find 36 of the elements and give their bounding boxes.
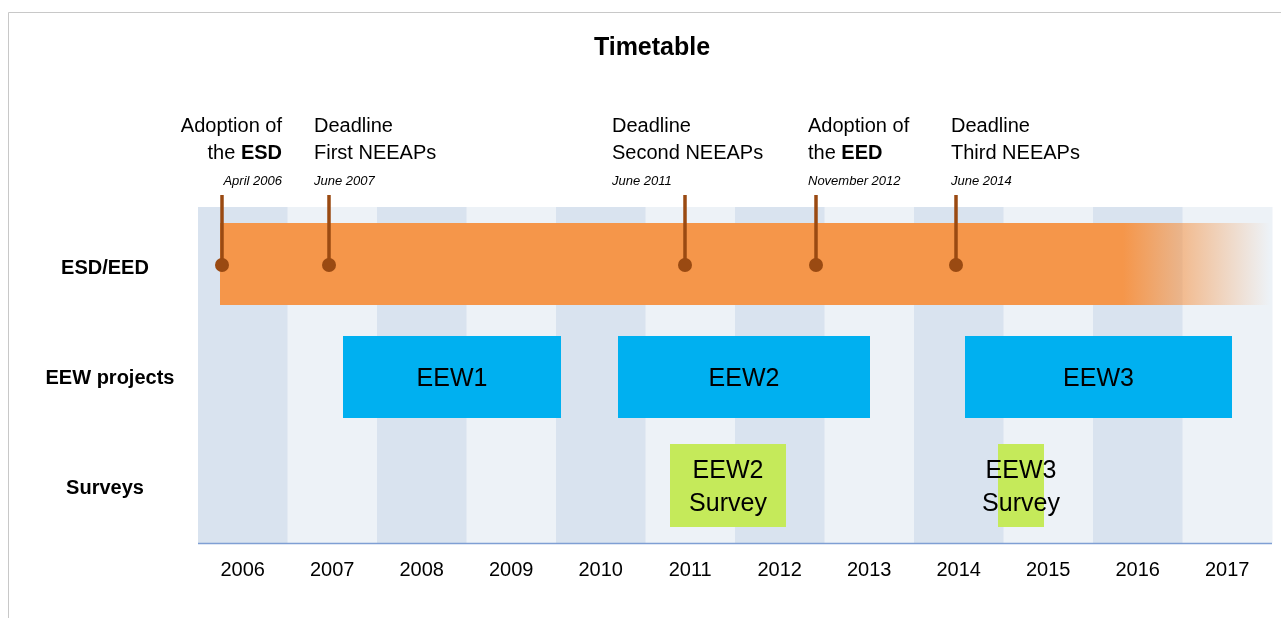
leader-line [215, 195, 229, 272]
row-label: EEW projects [44, 366, 176, 389]
year-label: 2017 [1204, 558, 1251, 581]
milestone-date: June 2011 [612, 172, 673, 190]
milestone-date: November 2012 [808, 172, 902, 190]
row-label: ESD/EED [60, 256, 150, 279]
year-label: 2016 [1114, 558, 1161, 581]
year-label: 2009 [488, 558, 535, 581]
project-bar: EEW3 [965, 336, 1232, 418]
milestone-text: Deadline Second NEEAPs [612, 113, 765, 165]
leader-line [322, 195, 336, 272]
year-label: 2010 [577, 558, 624, 581]
year-label: 2015 [1025, 558, 1072, 581]
year-label: 2007 [309, 558, 356, 581]
year-label: 2006 [219, 558, 266, 581]
year-label: 2012 [756, 558, 803, 581]
milestone-date: April 2006 [222, 172, 282, 190]
milestone-date: June 2014 [951, 172, 1013, 190]
project-bar: EEW2 [618, 336, 870, 418]
row-label: Surveys [65, 476, 145, 499]
milestone-date: June 2007 [314, 172, 376, 190]
bar [220, 223, 1270, 305]
project-bar: EEW1 [343, 336, 561, 418]
survey-box: EEW2 Survey [670, 444, 786, 527]
year-label: 2014 [935, 558, 982, 581]
leader-line [949, 195, 963, 272]
milestone-text: Adoption of the EED [808, 113, 911, 165]
year-label: 2008 [398, 558, 445, 581]
milestone-text: Adoption of the ESD [179, 113, 282, 165]
milestone-text: Deadline Third NEEAPs [951, 113, 1081, 165]
year-label: 2013 [846, 558, 893, 581]
leader-line [809, 195, 823, 272]
title: Timetable [592, 31, 712, 62]
milestone-text: Deadline First NEEAPs [314, 113, 438, 165]
leader-line [678, 195, 692, 272]
year-label: 2011 [667, 558, 713, 581]
